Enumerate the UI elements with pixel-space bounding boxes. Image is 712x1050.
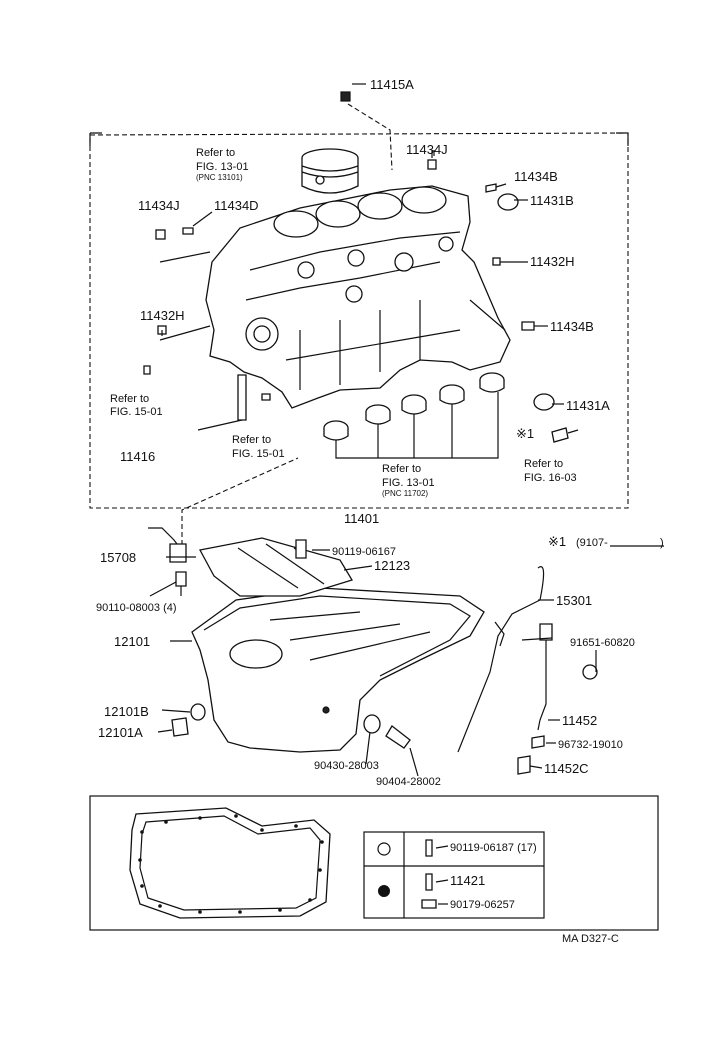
label-11431b: 11431B	[530, 193, 574, 208]
label-11421: 11421	[450, 873, 485, 888]
label-12123: 12123	[374, 558, 410, 573]
diagram-code: MA D327-C	[562, 933, 619, 945]
ref-fig15-01-b-line2: FIG. 15-01	[232, 448, 285, 460]
baffle-plate	[199, 537, 353, 597]
label-96732-19010: 96732-19010	[558, 739, 623, 751]
ref-fig13-01-a-pnc: (PNC 13101)	[196, 173, 243, 182]
note-text: (9107-	[576, 537, 608, 549]
ref-fig13-01-a-line2: FIG. 13-01	[196, 161, 249, 173]
block-small-parts	[143, 91, 579, 545]
label-91651-60820: 91651-60820	[570, 637, 635, 649]
cylinder-block	[205, 185, 511, 409]
ref-fig13-01-b-pnc: (PNC 11702)	[382, 489, 428, 498]
leader-lines	[149, 83, 664, 905]
engine-block-frame	[89, 132, 629, 509]
dipstick-guide	[517, 623, 598, 775]
label-15708: 15708	[100, 550, 136, 565]
label-11434j-left: 11434J	[138, 198, 180, 213]
label-90179-06257: 90179-06257	[450, 899, 515, 911]
label-11434j-top: 11434J	[406, 142, 448, 157]
label-12101: 12101	[114, 634, 150, 649]
note-close: )	[660, 537, 664, 549]
label-11434d: 11434D	[214, 198, 259, 213]
drain-plug-area	[171, 539, 411, 749]
ref-fig16-03-line2: FIG. 16-03	[524, 472, 577, 484]
label-11415a: 11415A	[370, 77, 414, 92]
label-90404-28002: 90404-28002	[376, 776, 441, 788]
ref-fig13-01-b-line1: Refer to	[382, 463, 421, 475]
label-11452c: 11452C	[544, 761, 589, 776]
label-11401: 11401	[344, 511, 379, 526]
ref-fig15-01-a-line2: FIG. 15-01	[110, 406, 163, 418]
label-90119-06167: 90119-06167	[332, 546, 396, 558]
label-12101b: 12101B	[104, 704, 149, 719]
note-mark: ※1	[548, 534, 566, 549]
ref-fig16-03-line1: Refer to	[524, 458, 563, 470]
label-11416: 11416	[120, 449, 155, 464]
label-90119-06187: 90119-06187 (17)	[450, 842, 537, 854]
oil-strainer-pipe	[148, 527, 187, 596]
label-11432h-right: 11432H	[530, 254, 575, 269]
ref-fig13-01-b-line2: FIG. 13-01	[382, 477, 435, 489]
label-12101a: 12101A	[98, 725, 143, 740]
label-11434b-right: 11434B	[550, 319, 594, 334]
ref-fig13-01-a-line1: Refer to	[196, 147, 235, 159]
gasket-box	[89, 795, 659, 931]
ref-fig15-01-b-line1: Refer to	[232, 434, 271, 446]
piston	[301, 148, 359, 194]
ref-fig15-01-a-line1: Refer to	[110, 393, 149, 405]
applicability-note: ※1 (9107- )	[548, 534, 664, 549]
label-11432h-left: 11432H	[140, 308, 185, 323]
dipstick	[457, 566, 545, 753]
ref-fig16-03-mark: ※1	[516, 426, 534, 441]
label-11431a: 11431A	[566, 398, 610, 413]
label-11434b-top: 11434B	[514, 169, 558, 184]
label-90110-08003: 90110-08003 (4)	[96, 602, 177, 614]
label-90430-28003: 90430-28003	[314, 760, 379, 772]
main-bearings	[323, 372, 505, 459]
part-labels: 11415A 11434J 11434B 11431B 11434J 11434…	[96, 77, 635, 911]
oil-pan	[191, 587, 485, 753]
label-15301: 15301	[556, 593, 592, 608]
reference-labels: Refer to FIG. 13-01 (PNC 13101) Refer to…	[110, 147, 577, 498]
label-11452: 11452	[562, 713, 597, 728]
